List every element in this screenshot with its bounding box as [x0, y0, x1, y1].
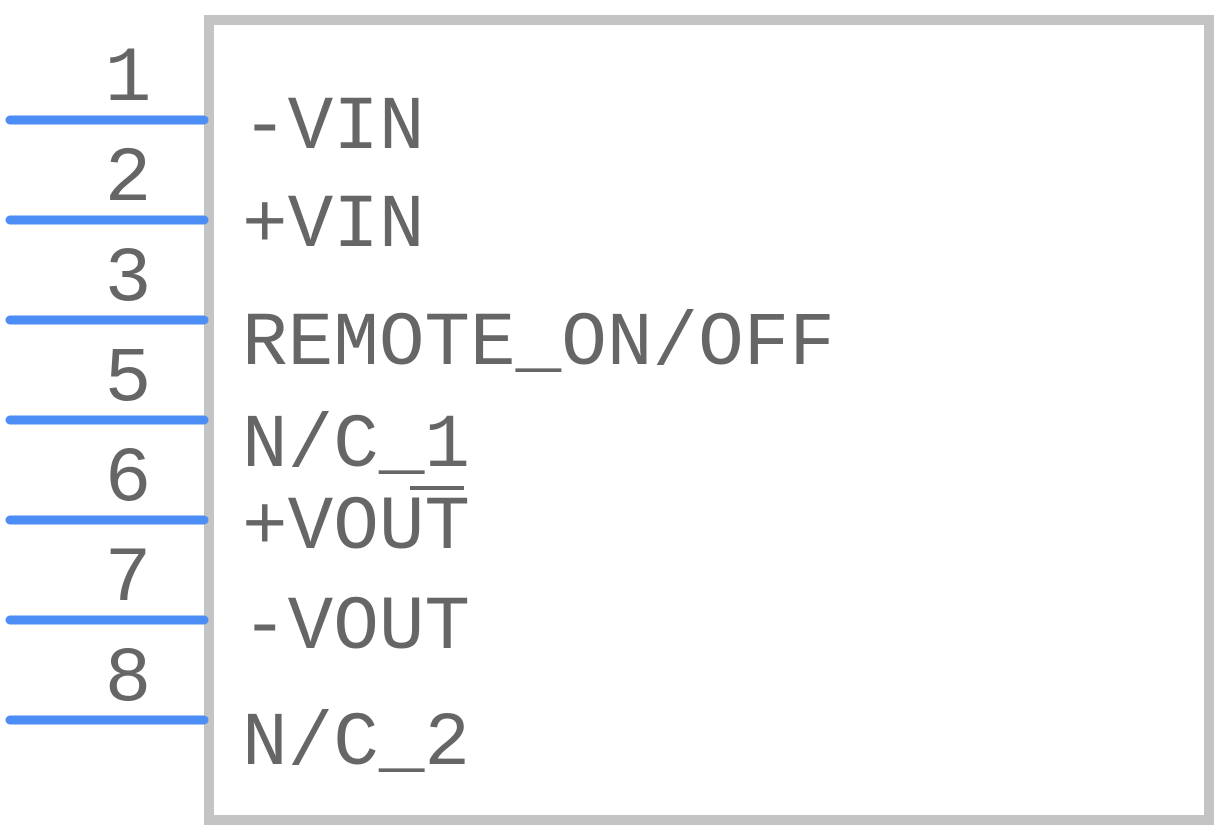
pin-2-number: 2	[105, 136, 152, 224]
pin-8: 8 N/C_2	[5, 636, 470, 787]
pin-3: 3 REMOTE_ON/OFF	[5, 236, 835, 387]
pin-2: 2 +VIN	[5, 136, 424, 269]
pin-1-label: -VIN	[242, 85, 424, 171]
pin-5-number: 5	[105, 336, 152, 424]
pin-7-label: -VOUT	[242, 585, 470, 671]
pin-8-number: 8	[105, 636, 152, 724]
pin-6-label: +VOUT	[242, 485, 470, 571]
pin-3-label: REMOTE_ON/OFF	[242, 301, 835, 387]
pin-1-number: 1	[105, 36, 152, 124]
pin-8-label: N/C_2	[242, 701, 470, 787]
pin-6: 6 +VOUT	[5, 436, 470, 571]
pin-5-label: N/C_1	[242, 403, 470, 489]
component-body	[204, 15, 1214, 825]
pin-3-number: 3	[105, 236, 152, 324]
pin-2-label: +VIN	[242, 183, 424, 269]
pin-7: 7 -VOUT	[5, 536, 470, 671]
pin-1: 1 -VIN	[5, 36, 424, 171]
pin-6-number: 6	[105, 436, 152, 524]
pin-7-number: 7	[105, 536, 152, 624]
pin-5: 5 N/C_1	[5, 336, 470, 489]
